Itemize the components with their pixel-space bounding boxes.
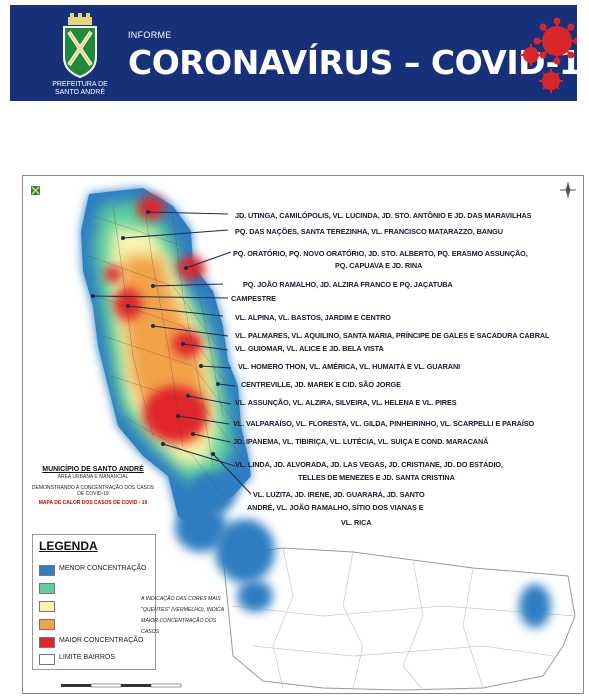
label-vl-linda: VL. LINDA, JD. ALVORADA, JD. LAS VEGAS, …	[235, 460, 503, 469]
banner-title: CORONAVÍRUS – COVID-19	[128, 43, 577, 82]
label-utinga: JD. UTINGA, CAMILÓPOLIS, VL. LUCINDA, JD…	[235, 211, 532, 220]
label-pq-joao-ramalho: PQ. JOÃO RAMALHO, JD. ALZIRA FRANCO E PQ…	[243, 280, 453, 289]
label-jd-ipanema: JD. IPANEMA, VL. TIBIRIÇA, VL. LUTÉCIA, …	[233, 437, 489, 446]
header-banner: PREFEITURA DE SANTO ANDRÉ INFORME CORONA…	[10, 5, 577, 101]
color-note: A INDICAÇÃO DAS CORES MAIS "QUENTES" (VE…	[141, 596, 225, 635]
heat-map	[31, 182, 576, 691]
legend-label: LIMITE BAIRROS	[59, 654, 116, 661]
legend-item-level-4	[39, 619, 154, 630]
leader-lines	[92, 211, 252, 495]
label-vl-rica: VL. RICA	[341, 518, 372, 527]
legend-swatch	[39, 601, 55, 612]
label-campestre: CAMPESTRE	[231, 294, 276, 303]
north-arrow-icon	[560, 182, 576, 198]
heat-map-frame: JD. UTINGA, CAMILÓPOLIS, VL. LUCINDA, JD…	[22, 175, 584, 694]
municipality-title: MUNICÍPIO DE SANTO ANDRÉ	[42, 466, 144, 473]
label-vl-homero-thon: VL. HOMERO THON, VL. AMÉRICA, VL. HUMAIT…	[238, 362, 461, 371]
label-pq-nacoes: PQ. DAS NAÇÕES, SANTA TEREZINHA, VL. FRA…	[235, 227, 503, 236]
label-vl-assuncao: VL. ASSUNÇÃO, VL. ALZIRA, SILVEIRA, VL. …	[235, 398, 457, 407]
legend-item-level-3	[39, 601, 154, 612]
santo-andre-coat-of-arms-icon	[63, 13, 97, 79]
legend-label: MENOR CONCENTRAÇÃO	[59, 565, 147, 572]
label-centreville: CENTREVILLE, JD. MAREK E CID. SÃO JORGE	[241, 380, 401, 389]
legend-swatch	[39, 619, 55, 630]
municipality-subtitle: ÁREA URBANA E MANANCIAL	[57, 474, 129, 480]
map-description: DEMONSTRANDO A CONCENTRAÇÃO DOS CASOS DE…	[31, 485, 155, 497]
legend-swatch	[39, 583, 55, 594]
label-vl-palmares: VL. PALMARES, VL. AQUILINO, SANTA MARIA,…	[235, 331, 550, 340]
south-region-outline	[222, 547, 576, 691]
legend-swatch	[39, 637, 55, 648]
prefeitura-logo-text: PREFEITURA DE SANTO ANDRÉ	[52, 81, 108, 96]
label-vl-guiomar: VL. GUIOMAR, VL. ALICE E JD. BELA VISTA	[235, 344, 384, 353]
label-pq-oratorio: PQ. ORATÓRIO, PQ. NOVO ORATÓRIO, JD. STO…	[233, 249, 528, 258]
map-legend: LEGENDA MENOR CONCENTRAÇÃO MAIOR CONCENT…	[32, 534, 156, 670]
legend-label: MAIOR CONCENTRAÇÃO	[59, 637, 144, 644]
legend-swatch	[39, 654, 55, 665]
legend-item-level-2	[39, 583, 154, 594]
coronavirus-icon	[520, 17, 577, 93]
legend-title: LEGENDA	[39, 539, 98, 553]
leader-endpoints	[91, 210, 220, 456]
label-vl-alpina: VL. ALPINA, VL. BASTOS, JARDIM E CENTRO	[235, 313, 391, 322]
label-andre-vl-joao-ramalho: ANDRÉ, VL. JOÃO RAMALHO, SÍTIO DOS VIANA…	[247, 503, 424, 512]
legend-item-min: MENOR CONCENTRAÇÃO	[39, 565, 154, 576]
south-bairro-limits	[232, 547, 576, 691]
label-pq-capuava: PQ. CAPUAVA E JD. RINA	[335, 261, 423, 270]
map-logo-icon	[31, 186, 40, 195]
informe-kicker: INFORME	[128, 30, 172, 40]
legend-item-limits: LIMITE BAIRROS	[39, 654, 154, 665]
municipality-info: MUNICÍPIO DE SANTO ANDRÉ ÁREA URBANA E M…	[28, 466, 158, 506]
label-telles-de-menezes: TELLES DE MENEZES E JD. SANTA CRISTINA	[298, 473, 455, 482]
label-vl-valparaiso: VL. VALPARAÍSO, VL. FLORESTA, VL. GILDA,…	[233, 419, 535, 428]
legend-swatch	[39, 565, 55, 576]
street-network	[87, 195, 246, 497]
legend-item-max: MAIOR CONCENTRAÇÃO	[39, 637, 154, 648]
label-vl-luzita: VL. LUZITA, JD. IRENE, JD. GUARARÁ, JD. …	[253, 490, 425, 499]
heat-map-title: MAPA DE CALOR DOS CASOS DE COVID - 19	[38, 500, 148, 506]
scale-bar	[61, 683, 182, 688]
